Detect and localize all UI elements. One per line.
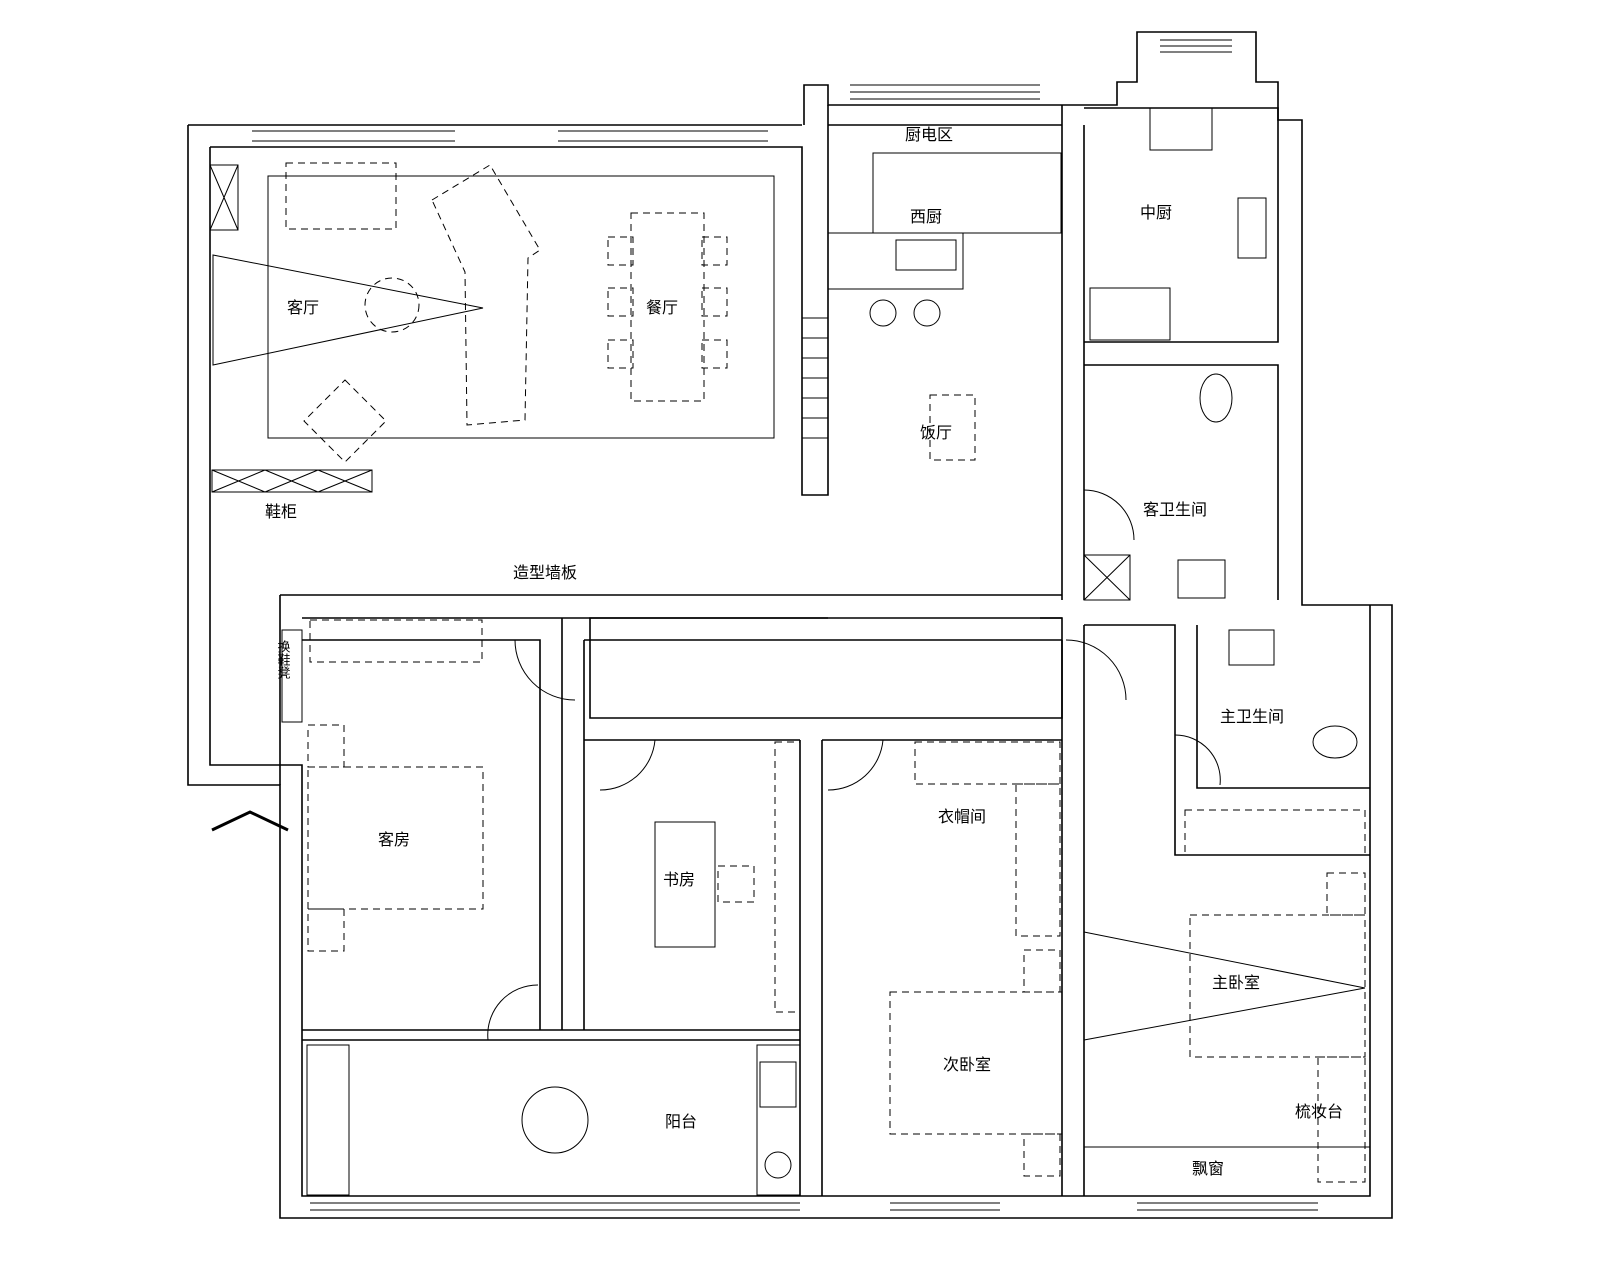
guest-room-label: 客房 (378, 830, 410, 849)
cloakroom-label: 衣帽间 (938, 807, 986, 826)
room-labels: 客厅 餐厅 饭厅 厨电区 西厨 中厨 客卫生间 主卫生间 鞋柜 造型墙板 换鞋凳… (265, 125, 1343, 1178)
interior-walls (279, 105, 1370, 1196)
master-bedroom-label: 主卧室 (1212, 973, 1260, 992)
master-bathroom-label: 主卫生间 (1220, 707, 1284, 726)
living-furniture (209, 162, 775, 463)
second-bedroom-label: 次卧室 (943, 1055, 991, 1074)
meal-room-label: 饭厅 (920, 423, 952, 442)
dresser-label: 梳妆台 (1295, 1102, 1343, 1121)
chinese-kitchen-label: 中厨 (1140, 203, 1172, 222)
guest-bathroom-label: 客卫生间 (1143, 500, 1207, 519)
shoe-bench-label: 换鞋凳 (275, 640, 291, 680)
feature-wall-label: 造型墙板 (513, 563, 577, 582)
living-room-label: 客厅 (287, 298, 319, 317)
outer-walls (187, 31, 1393, 1219)
balcony-label: 阳台 (665, 1112, 697, 1131)
shoe-cabinet-label: 鞋柜 (265, 502, 297, 521)
bedroom-furniture (307, 619, 1371, 1197)
bay-window-label: 飘窗 (1192, 1159, 1224, 1178)
entrance-arrow-icon (211, 810, 289, 832)
door-swings (487, 489, 1221, 1041)
dining-furniture (607, 152, 1062, 461)
kitchen-appliance-label: 厨电区 (905, 125, 953, 144)
western-kitchen-label: 西厨 (910, 207, 942, 226)
bathroom-fixtures (1083, 107, 1358, 759)
balcony-furniture (306, 1044, 801, 1196)
study-label: 书房 (663, 870, 695, 889)
dining-label: 餐厅 (646, 298, 678, 317)
shoe-cabinet-unit (211, 469, 373, 723)
